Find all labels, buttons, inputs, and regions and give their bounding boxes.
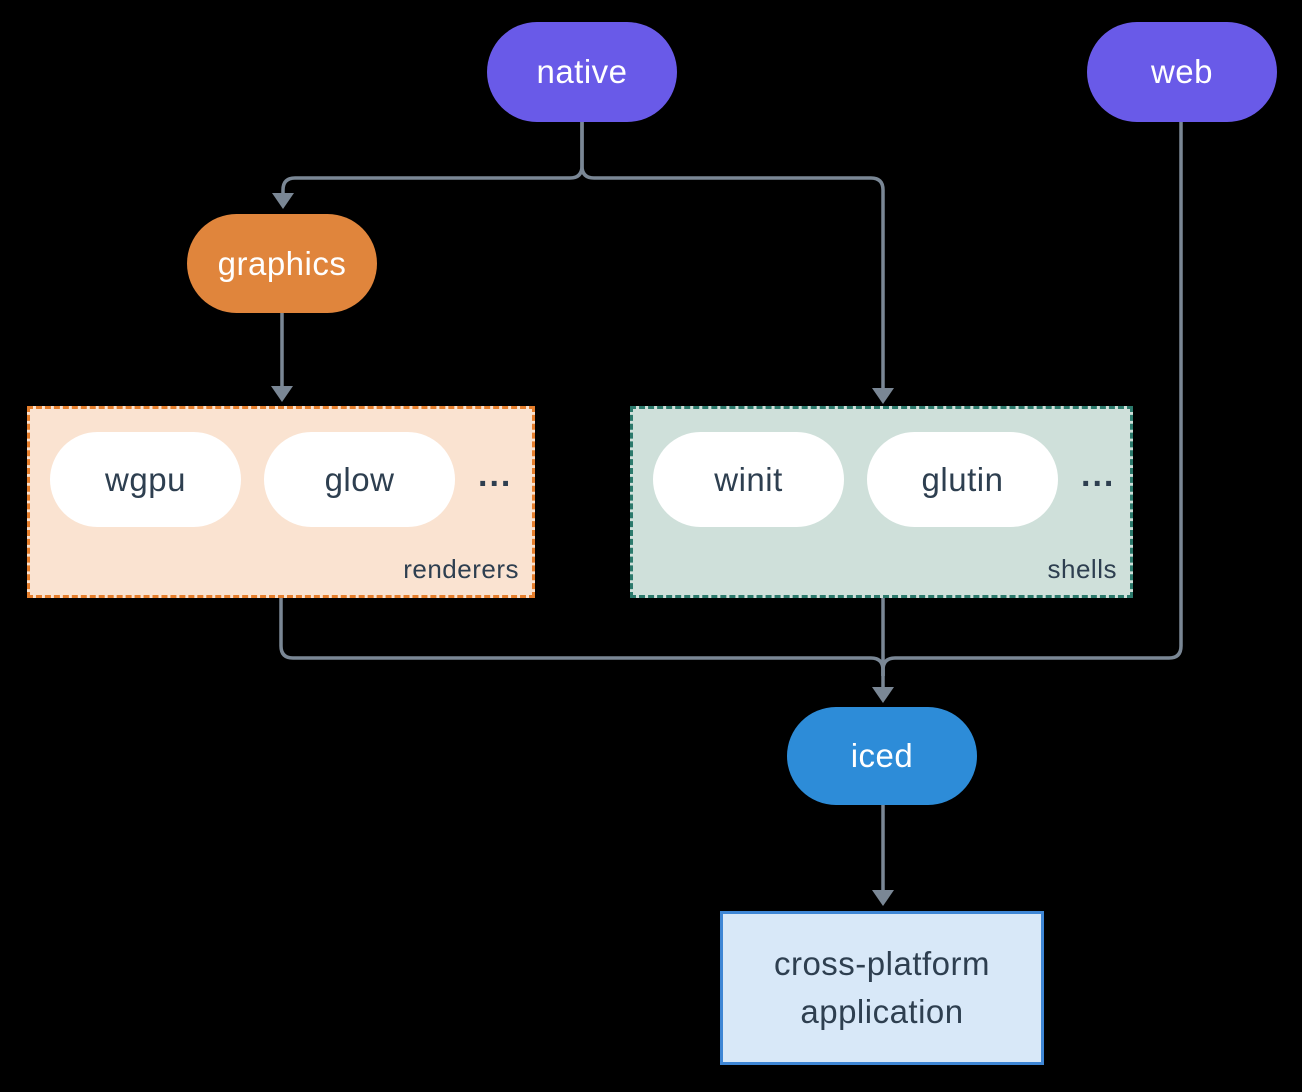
- node-wgpu: wgpu: [50, 432, 241, 527]
- edge-renderers-to-merge: [279, 597, 885, 676]
- node-iced-label: iced: [850, 737, 914, 774]
- node-glutin: glutin: [867, 432, 1058, 527]
- arrowhead-into-graphics: [272, 193, 294, 209]
- node-web-label: web: [1150, 53, 1214, 90]
- node-native: native: [487, 22, 677, 122]
- arrowhead-into-iced: [872, 687, 894, 703]
- group-renderers-label: renderers: [403, 554, 519, 584]
- arrowhead-into-application: [872, 890, 894, 906]
- edge-native-to-shells: [580, 122, 885, 389]
- node-web: web: [1087, 22, 1277, 122]
- group-renderers: wgpu glow ... renderers: [27, 406, 535, 598]
- node-winit-label: winit: [714, 460, 783, 498]
- arrowhead-into-shells: [872, 388, 894, 404]
- node-cross-platform-application-label: cross-platform application: [773, 945, 991, 1030]
- group-shells-label: shells: [1047, 554, 1117, 584]
- node-graphics-label: graphics: [217, 244, 347, 282]
- shells-ellipsis: ...: [1081, 456, 1116, 494]
- group-shells: winit glutin ... shells: [630, 406, 1133, 598]
- renderers-ellipsis: ...: [478, 456, 513, 494]
- edge-native-to-graphics: [281, 122, 584, 194]
- node-iced: iced: [787, 707, 977, 805]
- node-glow: glow: [264, 432, 455, 527]
- node-native-label: native: [536, 53, 628, 90]
- node-graphics: graphics: [187, 214, 377, 313]
- group-shells-row: winit glutin ...: [633, 409, 1130, 527]
- node-glow-label: glow: [324, 460, 395, 498]
- node-winit: winit: [653, 432, 844, 527]
- node-cross-platform-application: cross-platform application: [720, 911, 1044, 1065]
- group-renderers-row: wgpu glow ...: [30, 409, 532, 527]
- node-glutin-label: glutin: [921, 460, 1004, 498]
- node-wgpu-label: wgpu: [105, 460, 186, 498]
- arrowhead-into-renderers: [271, 386, 293, 402]
